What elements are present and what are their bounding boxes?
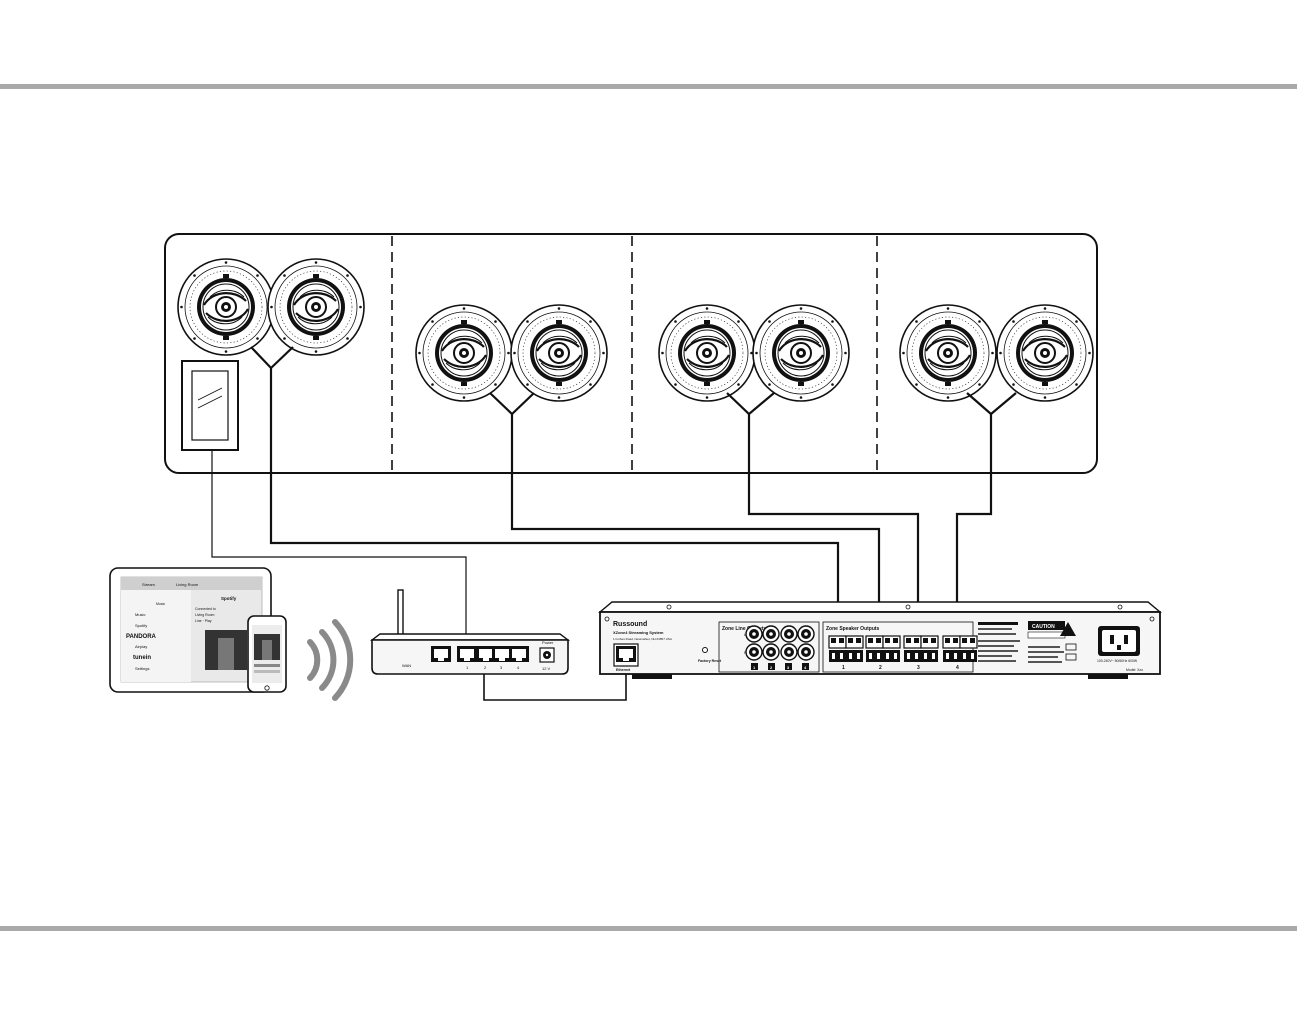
zone-number: 2 bbox=[879, 665, 882, 671]
wifi-signal-icon bbox=[307, 619, 354, 701]
model-code: Model: Xzo bbox=[1126, 668, 1143, 672]
streamer-ethernet-label: Ethernet bbox=[616, 668, 631, 672]
router-port-number: 3 bbox=[500, 665, 503, 670]
room-outline bbox=[164, 233, 1098, 474]
streamer-factory-reset-label: Factory Reset bbox=[698, 659, 722, 663]
channel-right-label: R bbox=[744, 650, 747, 655]
phone bbox=[247, 615, 287, 693]
rca-jack bbox=[780, 643, 798, 661]
rca-jack bbox=[762, 643, 780, 661]
ceiling-speaker bbox=[266, 257, 366, 357]
zone-line-outputs-label: Zone Line Outputs bbox=[722, 626, 766, 632]
zone-wiring bbox=[269, 368, 993, 637]
channel-left-label: L bbox=[744, 632, 747, 637]
zone-1-cable bbox=[269, 368, 840, 637]
caution-label: CAUTION bbox=[1032, 624, 1055, 630]
ceiling-speaker bbox=[898, 303, 998, 403]
ceiling-speaker bbox=[657, 303, 757, 403]
tablet-now-playing: Line · Play bbox=[195, 619, 212, 623]
streaming-amplifier: Russound XZone4 Streaming System 1 Forbe… bbox=[598, 601, 1162, 679]
router-lan-port bbox=[509, 646, 529, 662]
rca-jack bbox=[797, 625, 815, 643]
tablet-now-playing: Living Room bbox=[195, 613, 215, 617]
tablet-toolbar-left: Stream bbox=[142, 582, 156, 587]
router-port-number: 1 bbox=[466, 665, 469, 670]
streamer-ethernet-port bbox=[616, 646, 636, 662]
streamer-brand: Russound bbox=[613, 621, 647, 628]
tablet-menu-item: Airplay bbox=[135, 644, 147, 649]
tablet-menu-item: Settings bbox=[135, 666, 149, 671]
ceiling-speaker bbox=[995, 303, 1095, 403]
rca-jack bbox=[745, 643, 763, 661]
tablet-toolbar-center: Living Room bbox=[176, 582, 199, 587]
router-port-number: 4 bbox=[517, 665, 520, 670]
line-output-number: 2 bbox=[770, 665, 773, 670]
router-power-label: Power bbox=[542, 640, 554, 645]
tablet-menu-item: Music bbox=[135, 612, 145, 617]
top-rule bbox=[0, 84, 1297, 89]
ceiling-speaker bbox=[751, 303, 851, 403]
line-output-number: 4 bbox=[804, 665, 807, 670]
line-output-number: 1 bbox=[753, 665, 756, 670]
zone-speaker-outputs-label: Zone Speaker Outputs bbox=[826, 626, 880, 632]
wall-touch-panel bbox=[181, 360, 239, 451]
tablet-menu-item: tunein bbox=[133, 655, 151, 661]
power-rating: 100-240V~ 50/60Hz 600W bbox=[1097, 659, 1138, 663]
bottom-rule bbox=[0, 926, 1297, 931]
router: WAN 1 2 3 4 Power 12 V bbox=[369, 589, 571, 675]
router-port-number: 2 bbox=[484, 665, 487, 670]
router-wan-port bbox=[431, 646, 451, 662]
router-power-voltage: 12 V bbox=[542, 666, 551, 671]
zone-4-cable bbox=[955, 414, 993, 637]
streamer-model: XZone4 Streaming System bbox=[613, 630, 664, 635]
tablet-menu-item: PANDORA bbox=[126, 634, 157, 640]
ceiling-speaker bbox=[509, 303, 609, 403]
rca-jack bbox=[797, 643, 815, 661]
rca-jack bbox=[762, 625, 780, 643]
zone-number: 4 bbox=[956, 665, 959, 671]
zone-number: 3 bbox=[917, 665, 920, 671]
tablet-now-playing: Connected to bbox=[195, 607, 216, 611]
zone-2-cable bbox=[510, 414, 881, 637]
router-wan-label: WAN bbox=[402, 663, 411, 668]
streamer-address: 1 Forbes Road, Newmarket, NH 03857 USA bbox=[613, 637, 672, 641]
ceiling-speaker bbox=[176, 257, 276, 357]
tablet-menu-item: Music bbox=[156, 602, 165, 606]
rca-jack bbox=[780, 625, 798, 643]
ceiling-speaker bbox=[414, 303, 514, 403]
rca-jack bbox=[745, 625, 763, 643]
router-lan-port bbox=[457, 646, 477, 662]
tablet-menu-item: Spotify bbox=[135, 623, 147, 628]
line-output-number: 3 bbox=[787, 665, 790, 670]
zone-3-cable bbox=[747, 414, 920, 637]
tablet-spotify-header: Spotify bbox=[221, 596, 237, 601]
zone-number: 1 bbox=[842, 665, 845, 671]
tablet: Stream Living Room Spotify Music Music S… bbox=[109, 567, 272, 693]
touch-panel-network-cable bbox=[211, 450, 467, 650]
router-to-streamer-cable bbox=[483, 660, 627, 701]
